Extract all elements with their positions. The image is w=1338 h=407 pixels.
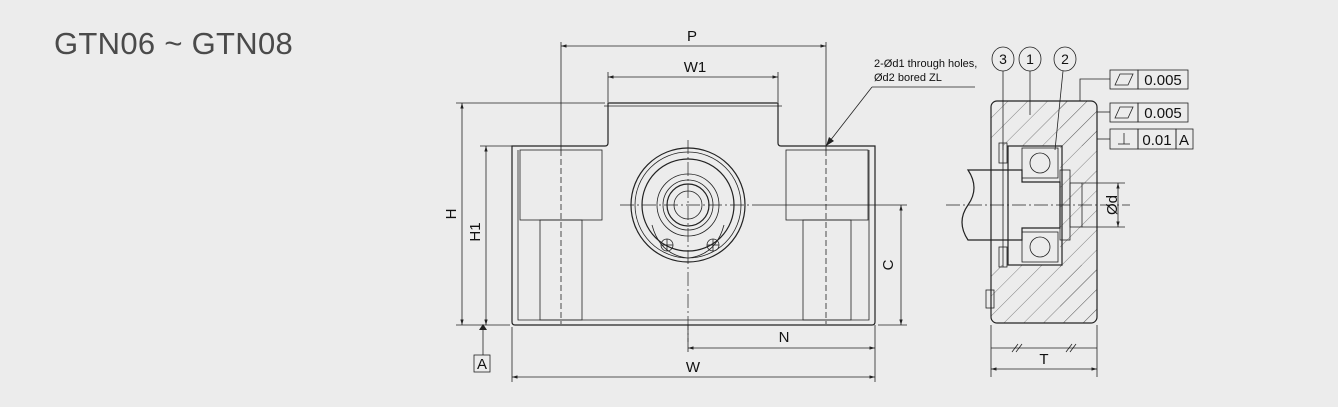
right-counterbore	[785, 149, 869, 221]
svg-text:0.01: 0.01	[1142, 132, 1171, 149]
balloon-1: 1	[1018, 46, 1042, 115]
svg-text:A: A	[1179, 132, 1189, 149]
tolerance-frame-3: 0.01 A	[1097, 128, 1194, 150]
svg-text:1: 1	[1026, 51, 1034, 67]
side-dimensions: Ød T	[990, 182, 1125, 377]
note-line-2: Ød2 bored ZL	[874, 72, 942, 84]
dim-N: N	[779, 329, 790, 346]
balloon-3: 3	[991, 46, 1015, 150]
dim-T: T	[1039, 351, 1048, 368]
front-view	[511, 102, 876, 342]
dim-W1: W1	[684, 59, 707, 76]
bearing-upper	[1021, 147, 1059, 179]
bearing-lower	[1021, 231, 1059, 263]
dim-P: P	[687, 28, 697, 45]
side-housing	[990, 100, 1098, 324]
dim-d: Ød	[1104, 195, 1121, 215]
tolerance-frame-2: 0.005	[1097, 102, 1189, 123]
side-view	[946, 100, 1130, 324]
front-dimensions: P W1 H H1 A C	[443, 28, 977, 382]
page-title: GTN06 ~ GTN08	[54, 26, 294, 61]
front-body-inner	[517, 150, 870, 321]
dim-C: C	[880, 259, 897, 270]
svg-text:2: 2	[1061, 51, 1069, 67]
datum-box	[473, 354, 491, 373]
dim-H1: H1	[467, 222, 484, 241]
svg-text:0.005: 0.005	[1144, 105, 1182, 122]
datum-label: A	[477, 356, 487, 373]
dim-H: H	[443, 209, 460, 220]
tolerance-frame-1: 0.005	[1079, 69, 1189, 101]
left-through-hole	[539, 219, 583, 321]
right-through-hole	[802, 219, 852, 321]
note-line-1: 2-Ød1 through holes,	[874, 58, 977, 70]
svg-text:3: 3	[999, 51, 1007, 67]
front-body-outline	[511, 102, 876, 326]
side-shaft	[961, 169, 1061, 241]
dim-W: W	[686, 359, 701, 376]
svg-text:0.005: 0.005	[1144, 72, 1182, 89]
balloon-2: 2	[1053, 46, 1077, 151]
